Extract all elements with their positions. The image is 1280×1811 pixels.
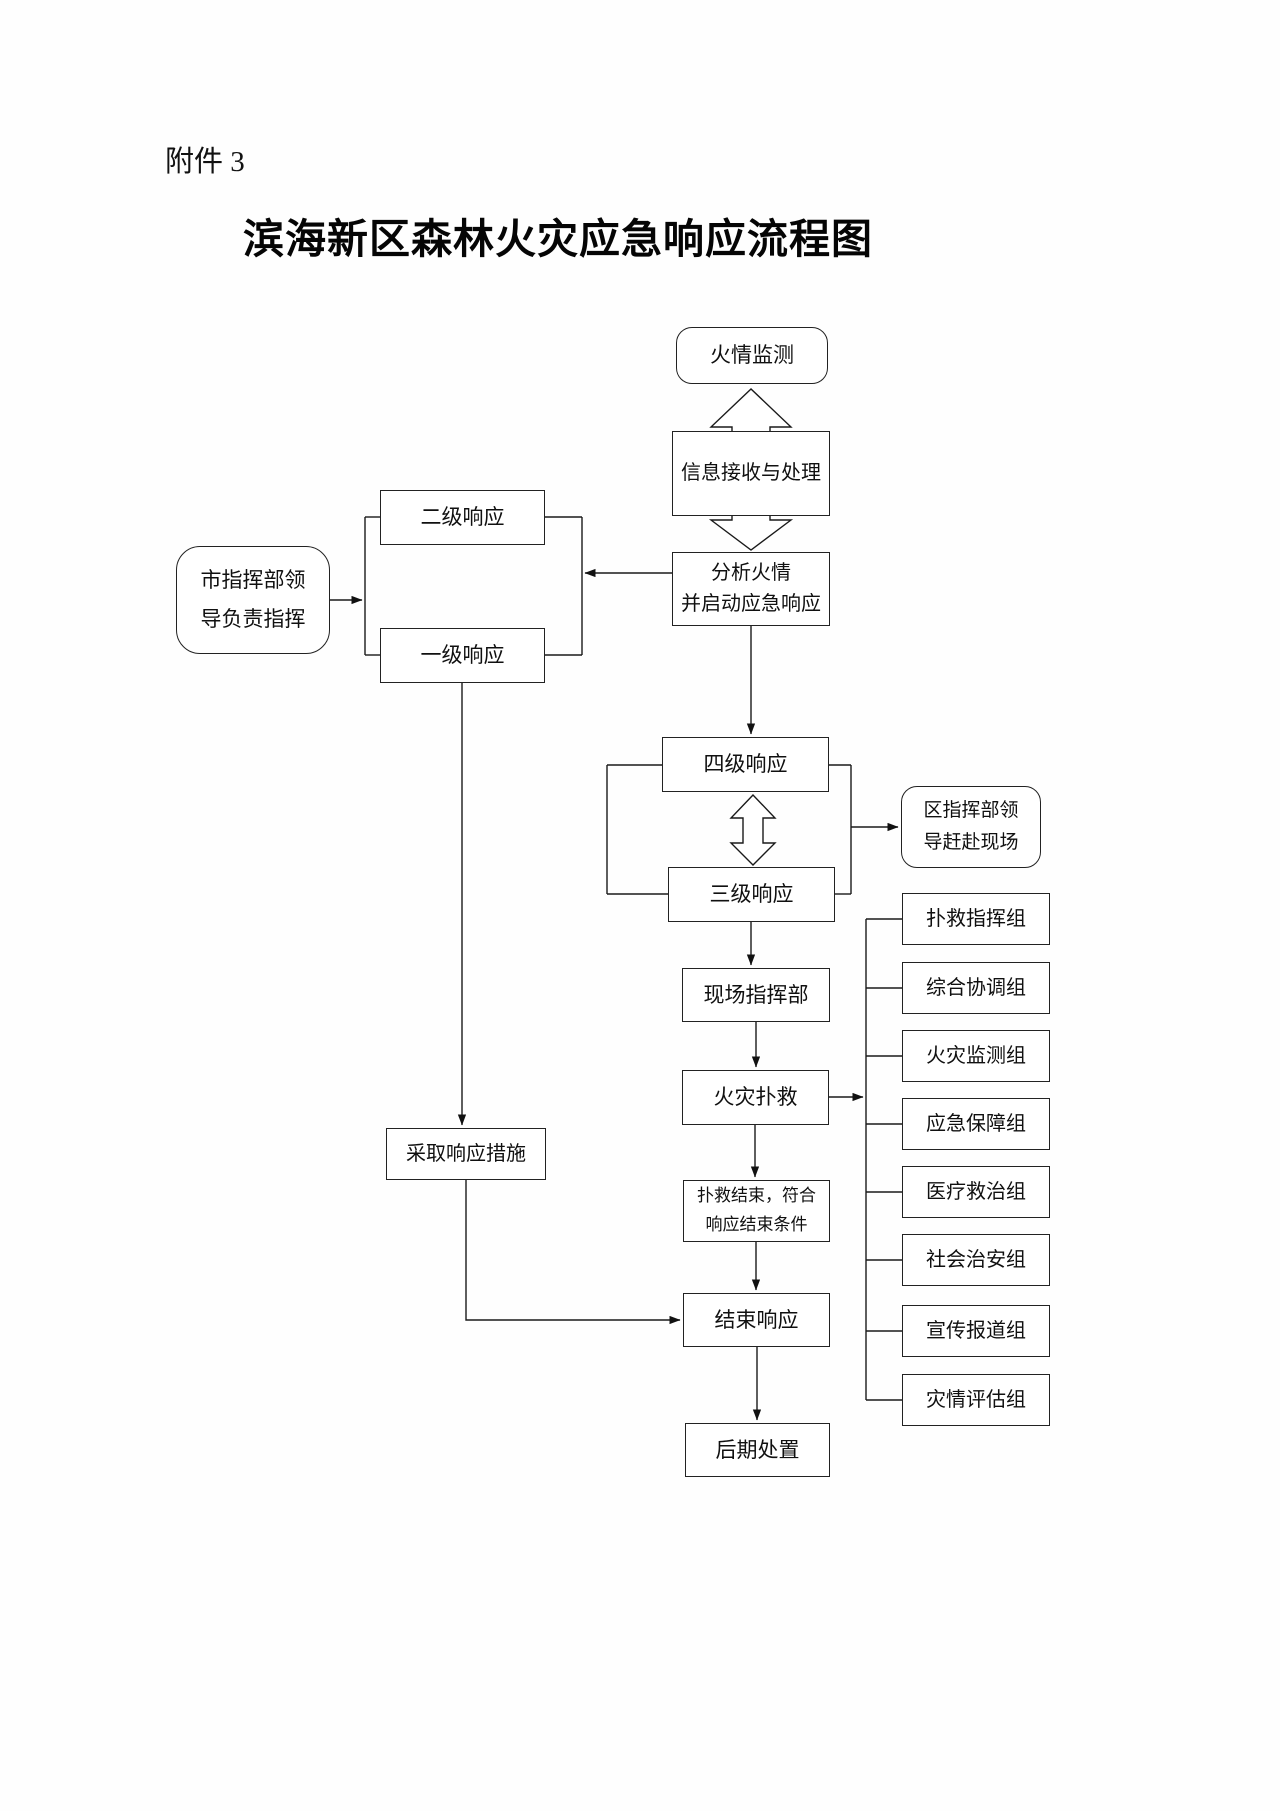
node-label: 社会治安组 [926, 1248, 1026, 1271]
node-level2-response: 二级响应 [380, 490, 545, 545]
node-label-line2: 并启动应急响应 [681, 593, 821, 615]
page-title: 滨海新区森林火灾应急响应流程图 [243, 216, 873, 262]
node-label: 采取响应措施 [406, 1142, 526, 1165]
node-label-line2: 导赶赴现场 [923, 832, 1019, 853]
node-label-line1: 分析火情 [711, 562, 791, 584]
node-label: 结束响应 [714, 1307, 799, 1332]
node-label: 一级响应 [420, 643, 505, 668]
node-label: 四级响应 [703, 752, 788, 777]
node-label-line1: 区指挥部领 [923, 799, 1019, 821]
node-label: 现场指挥部 [703, 982, 809, 1007]
node-label-line2: 响应结束条件 [705, 1215, 808, 1234]
block-arrows [708, 388, 794, 866]
node-label: 三级响应 [709, 882, 794, 907]
node-label: 火情监测 [710, 343, 794, 368]
node-group-emergency-support: 应急保障组 [902, 1098, 1050, 1150]
node-label: 信息接收与处理 [681, 462, 821, 484]
node-fire-fighting: 火灾扑救 [682, 1070, 829, 1125]
node-label: 应急保障组 [926, 1112, 1026, 1135]
node-label: 综合协调组 [926, 976, 1026, 999]
node-level4-response: 四级响应 [662, 737, 829, 792]
node-fire-monitoring: 火情监测 [676, 327, 828, 384]
flow-connectors [330, 516, 902, 1421]
node-group-fire-monitoring: 火灾监测组 [902, 1030, 1050, 1082]
node-district-hq: 区指挥部领 导赶赴现场 [901, 786, 1041, 868]
node-label: 火灾扑救 [713, 1085, 798, 1110]
node-label: 扑救指挥组 [926, 907, 1026, 930]
node-level1-response: 一级响应 [380, 628, 545, 683]
node-label-line1: 市指挥部领 [200, 568, 306, 593]
node-group-damage-assessment: 灾情评估组 [902, 1374, 1050, 1426]
node-onsite-hq: 现场指挥部 [682, 968, 830, 1022]
block-arrow-double-icon [729, 793, 777, 866]
node-post-disposal: 后期处置 [685, 1423, 830, 1477]
node-response-measures: 采取响应措施 [386, 1128, 546, 1180]
node-group-firefight-command: 扑救指挥组 [902, 893, 1050, 945]
node-end-condition: 扑救结束，符合 响应结束条件 [683, 1180, 830, 1242]
node-group-public-security: 社会治安组 [902, 1234, 1050, 1286]
node-label: 宣传报道组 [926, 1319, 1026, 1342]
node-group-coordination: 综合协调组 [902, 962, 1050, 1014]
node-label-line2: 导负责指挥 [200, 607, 306, 631]
node-end-response: 结束响应 [683, 1293, 830, 1347]
block-arrow-up-icon [709, 388, 793, 433]
node-label-line1: 扑救结束，符合 [697, 1186, 816, 1206]
block-arrow-down-icon [708, 514, 794, 551]
node-label: 火灾监测组 [926, 1044, 1026, 1067]
node-level3-response: 三级响应 [668, 867, 835, 922]
node-analyze-fire: 分析火情 并启动应急响应 [672, 552, 830, 626]
node-info-processing: 信息接收与处理 [672, 431, 830, 516]
node-group-medical-rescue: 医疗救治组 [902, 1166, 1050, 1218]
node-group-publicity: 宣传报道组 [902, 1305, 1050, 1357]
node-city-hq: 市指挥部领 导负责指挥 [176, 546, 330, 654]
node-label: 二级响应 [420, 505, 505, 530]
node-label: 医疗救治组 [926, 1180, 1026, 1203]
node-label: 灾情评估组 [926, 1388, 1026, 1411]
attachment-label: 附件 3 [165, 146, 245, 178]
node-label: 后期处置 [715, 1437, 800, 1462]
